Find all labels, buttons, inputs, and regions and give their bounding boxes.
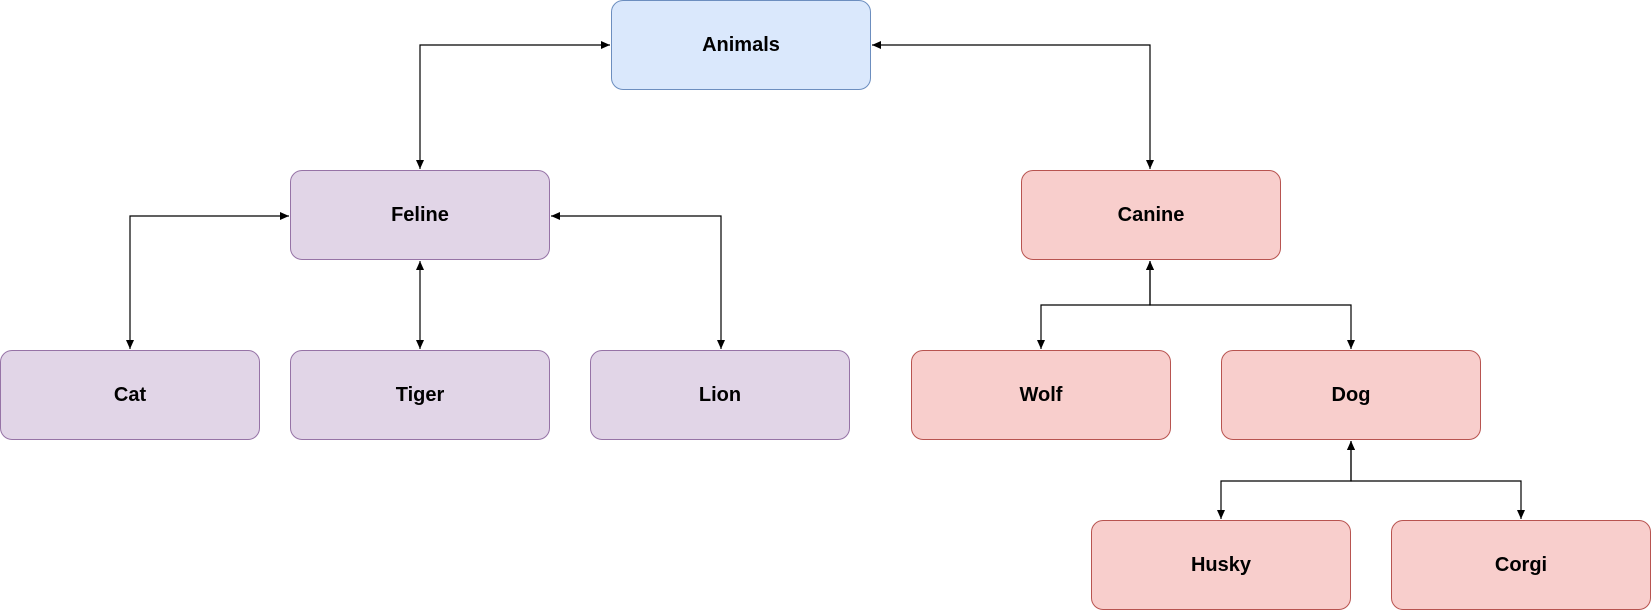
edge-feline-lion xyxy=(551,212,725,349)
edge-canine-dog xyxy=(1146,261,1355,349)
node-corgi[interactable]: Corgi xyxy=(1391,520,1651,610)
node-wolf[interactable]: Wolf xyxy=(911,350,1171,440)
edge-dog-husky xyxy=(1217,441,1355,519)
node-canine[interactable]: Canine xyxy=(1021,170,1281,260)
edge-canine-wolf xyxy=(1037,261,1154,349)
node-animals[interactable]: Animals xyxy=(611,0,871,90)
node-lion[interactable]: Lion xyxy=(590,350,850,440)
edge-animals-canine xyxy=(872,41,1154,169)
edge-feline-cat xyxy=(126,212,289,349)
edge-dog-corgi xyxy=(1347,441,1525,519)
node-feline[interactable]: Feline xyxy=(290,170,550,260)
node-husky[interactable]: Husky xyxy=(1091,520,1351,610)
node-dog[interactable]: Dog xyxy=(1221,350,1481,440)
node-tiger[interactable]: Tiger xyxy=(290,350,550,440)
edge-animals-feline xyxy=(416,41,610,169)
node-cat[interactable]: Cat xyxy=(0,350,260,440)
